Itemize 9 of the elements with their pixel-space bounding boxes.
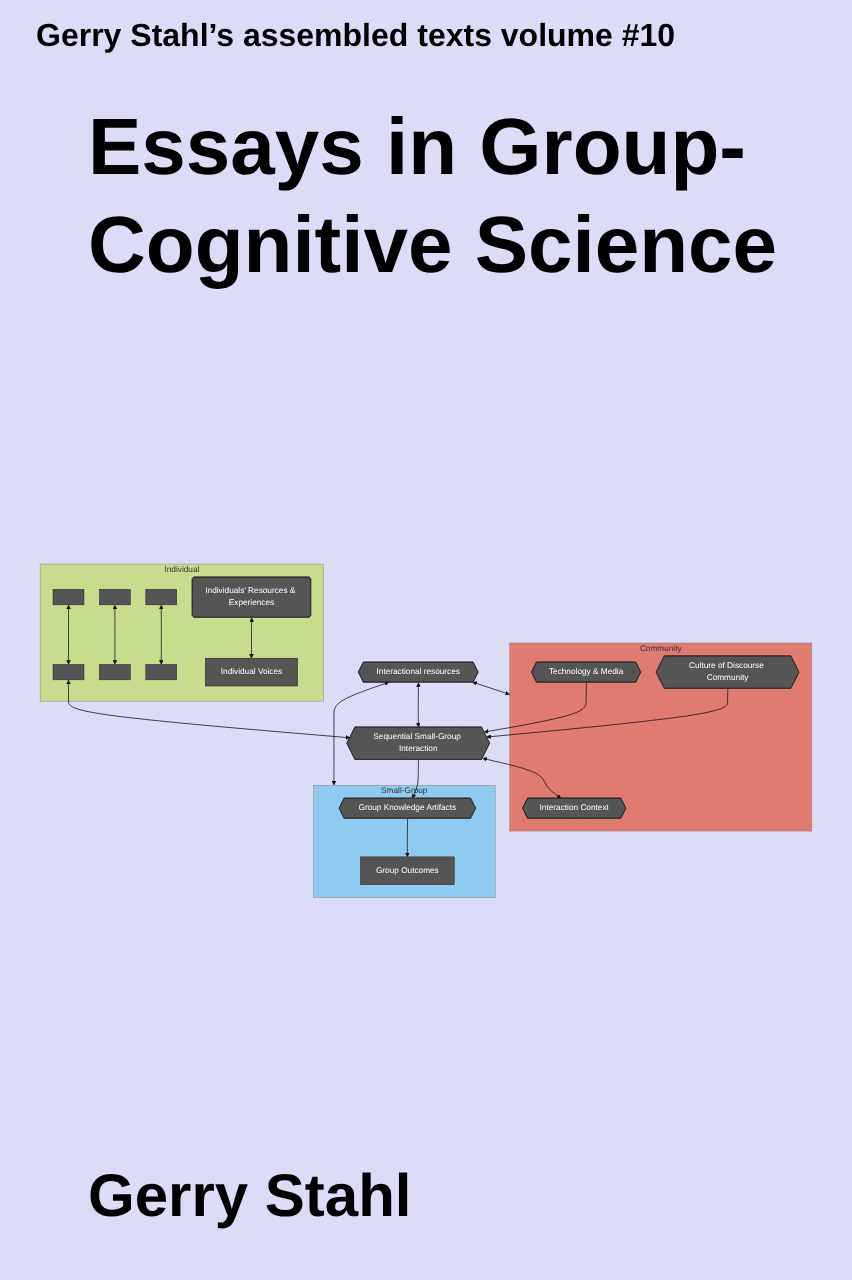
node-box bbox=[145, 664, 177, 681]
node-box bbox=[145, 589, 177, 606]
node-box bbox=[99, 664, 131, 681]
node-box bbox=[52, 664, 85, 681]
book-title: Essays in Group-Cognitive Science bbox=[88, 102, 780, 294]
node-box bbox=[99, 589, 131, 606]
author-name: Gerry Stahl bbox=[88, 1164, 414, 1232]
node-box bbox=[52, 589, 85, 606]
series-line: Gerry Stahl’s assembled texts volume #10 bbox=[36, 20, 678, 56]
